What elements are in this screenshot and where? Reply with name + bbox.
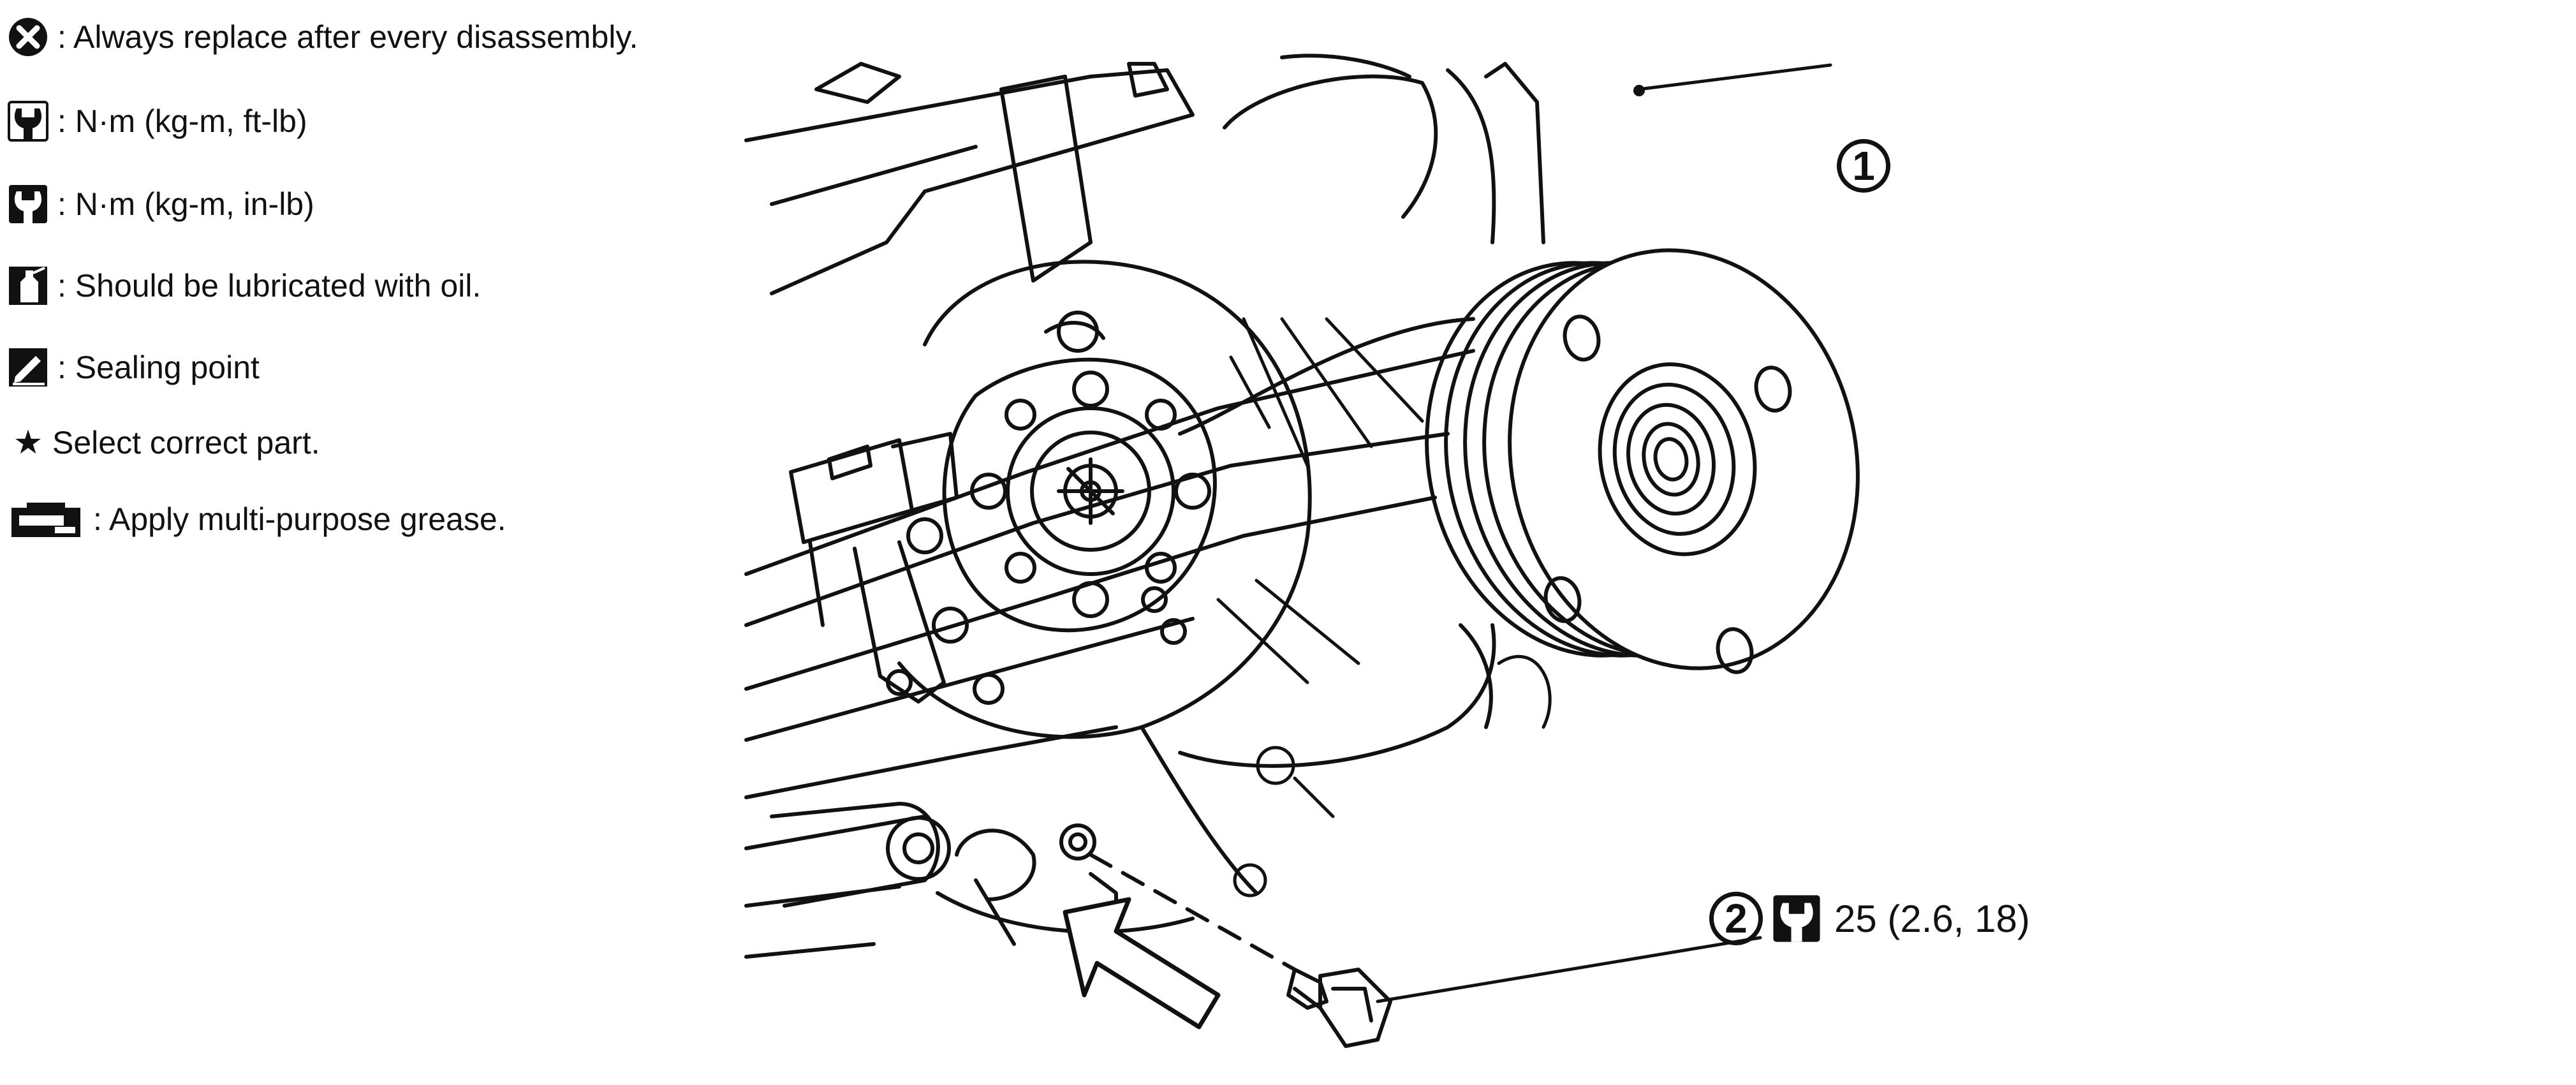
leader-line-1 (1637, 63, 1832, 91)
case-ribs (1216, 317, 1552, 897)
differential-case (897, 260, 1496, 934)
leader-dot-1 (1633, 85, 1645, 96)
torque-wrench-ftlb-icon (8, 101, 48, 142)
legend-item-sealing: : Sealing point (8, 342, 260, 393)
legend-item-grease: : Apply multi-purpose grease. (8, 494, 506, 545)
star-icon: ★ (13, 424, 43, 461)
legend-item-select-part: ★ Select correct part. (8, 417, 320, 468)
front-direction-arrow (1063, 897, 1221, 1030)
legend-item-torque-ftlb: : N·m (kg-m, ft-lb) (8, 96, 307, 147)
callout-2: 2 25 (2.6, 18) (1709, 892, 2030, 945)
callout-1: 1 (1837, 139, 1890, 193)
oil-can-icon (9, 267, 47, 305)
torque-wrench-ftlb-icon (1773, 895, 1820, 942)
legend-item-oil: : Should be lubricated with oil. (8, 260, 481, 311)
legend-item-torque-inlb: : N·m (kg-m, in-lb) (8, 179, 314, 230)
axle-tubes (744, 317, 1475, 959)
speed-sensor-connector (789, 432, 1005, 705)
torque-wrench-inlb-icon (9, 185, 47, 223)
callout-number: 1 (1837, 139, 1890, 193)
drain-plug (1059, 823, 1392, 1048)
upper-frame (744, 54, 1545, 295)
callout-number: 2 (1709, 892, 1763, 945)
torque-spec: 25 (2.6, 18) (1834, 897, 2030, 940)
legend-item-replace: : Always replace after every disassembly… (8, 11, 638, 63)
drive-flange (1425, 248, 1860, 674)
rear-cover-plate (942, 311, 1217, 645)
replace-x-icon (9, 18, 47, 56)
lower-arm-bushing (770, 802, 1036, 946)
grease-icon (11, 503, 80, 537)
leader-line-2 (1376, 936, 1762, 1003)
sealant-icon (9, 348, 47, 387)
differential-assembly-drawing (744, 54, 1860, 1048)
